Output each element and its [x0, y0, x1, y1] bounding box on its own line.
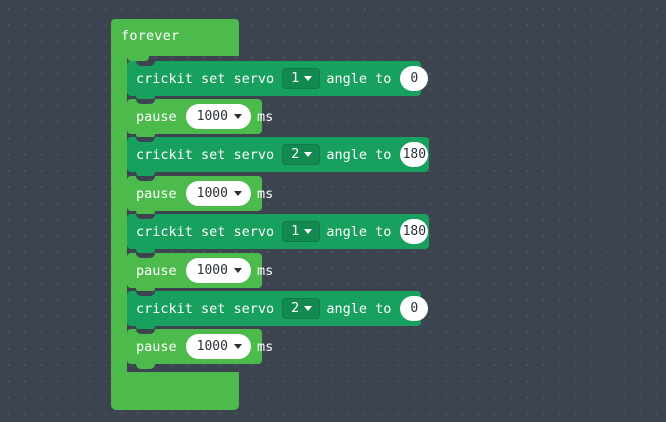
- block-label-angle-to: angle to: [326, 70, 392, 87]
- pause-duration-dropdown[interactable]: 1000: [185, 104, 251, 129]
- pause-duration-dropdown[interactable]: 1000: [185, 181, 251, 206]
- pause-duration-value: 1000: [196, 109, 228, 124]
- servo-number-value: 1: [291, 222, 300, 239]
- servo-number-dropdown[interactable]: 2: [282, 297, 321, 320]
- servo-number-dropdown[interactable]: 2: [282, 143, 321, 166]
- pause-block[interactable]: pause 1000 ms: [127, 329, 273, 369]
- forever-inner-connector-nub: [127, 56, 149, 61]
- block-label-angle-to: angle to: [326, 300, 392, 317]
- pause-duration-dropdown[interactable]: 1000: [185, 334, 251, 359]
- servo-number-value: 2: [291, 145, 300, 162]
- pause-duration-dropdown[interactable]: 1000: [185, 258, 251, 283]
- servo-angle-value-field[interactable]: 0: [400, 66, 429, 91]
- crickit-set-servo-block[interactable]: crickit set servo 1 angle to 0: [127, 61, 429, 101]
- chevron-down-icon: [233, 191, 242, 196]
- chevron-down-icon: [304, 76, 313, 81]
- block-label-unit: ms: [256, 262, 274, 279]
- servo-number-dropdown[interactable]: 1: [282, 67, 321, 90]
- forever-block-label: forever: [121, 28, 180, 44]
- chevron-down-icon: [233, 344, 242, 349]
- block-label-angle-to: angle to: [326, 146, 392, 163]
- block-label-pause: pause: [136, 338, 177, 355]
- block-label-unit: ms: [256, 338, 274, 355]
- block-label-unit: ms: [256, 185, 274, 202]
- forever-block-header[interactable]: forever: [111, 19, 239, 56]
- pause-block[interactable]: pause 1000 ms: [127, 176, 273, 216]
- block-notch-top: [136, 214, 155, 219]
- block-label-unit: ms: [256, 108, 274, 125]
- crickit-set-servo-block[interactable]: crickit set servo 1 angle to 180: [127, 214, 429, 254]
- crickit-set-servo-block[interactable]: crickit set servo 2 angle to 0: [127, 291, 429, 331]
- forever-loop-block[interactable]: forever: [111, 19, 239, 410]
- block-label-prefix: crickit set servo: [136, 223, 275, 240]
- servo-angle-value-field[interactable]: 180: [400, 142, 429, 167]
- chevron-down-icon: [233, 268, 242, 273]
- block-label-prefix: crickit set servo: [136, 70, 275, 87]
- forever-block-footer[interactable]: [111, 372, 239, 410]
- chevron-down-icon: [304, 152, 313, 157]
- block-notch-top: [136, 329, 155, 334]
- block-label-prefix: crickit set servo: [136, 300, 275, 317]
- forever-block-spine: [111, 56, 127, 372]
- chevron-down-icon: [304, 306, 313, 311]
- pause-block[interactable]: pause 1000 ms: [127, 253, 273, 293]
- servo-angle-value-field[interactable]: 0: [400, 296, 429, 321]
- chevron-down-icon: [233, 114, 242, 119]
- block-label-prefix: crickit set servo: [136, 146, 275, 163]
- servo-number-value: 1: [291, 69, 300, 86]
- block-label-pause: pause: [136, 185, 177, 202]
- pause-duration-value: 1000: [196, 186, 228, 201]
- block-notch-top: [136, 99, 155, 104]
- pause-duration-value: 1000: [196, 263, 228, 278]
- block-label-pause: pause: [136, 262, 177, 279]
- block-label-pause: pause: [136, 108, 177, 125]
- servo-number-dropdown[interactable]: 1: [282, 220, 321, 243]
- block-notch-top: [136, 61, 155, 66]
- block-label-angle-to: angle to: [326, 223, 392, 240]
- servo-angle-value-field[interactable]: 180: [400, 219, 429, 244]
- block-notch-top: [136, 253, 155, 258]
- servo-number-value: 2: [291, 299, 300, 316]
- block-notch-top: [136, 137, 155, 142]
- chevron-down-icon: [304, 229, 313, 234]
- pause-block[interactable]: pause 1000 ms: [127, 99, 273, 139]
- pause-duration-value: 1000: [196, 339, 228, 354]
- crickit-set-servo-block[interactable]: crickit set servo 2 angle to 180: [127, 137, 429, 177]
- block-notch-top: [136, 291, 155, 296]
- block-notch-top: [136, 176, 155, 181]
